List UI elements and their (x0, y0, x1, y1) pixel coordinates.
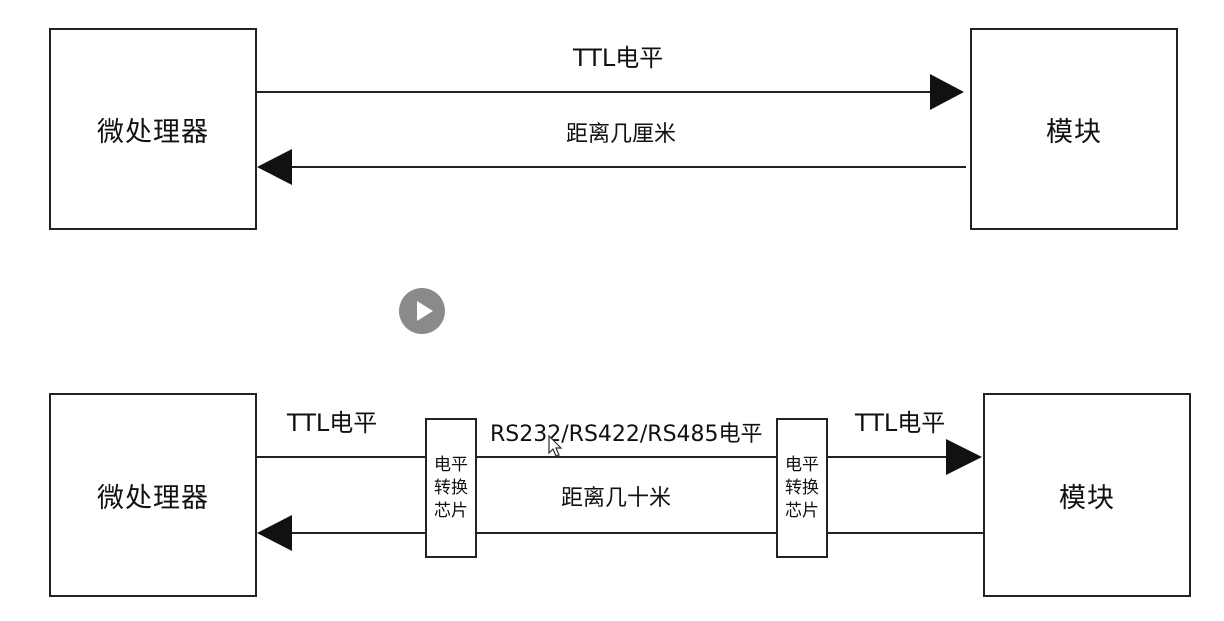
left-chip-label: 电平 转换 芯片 (434, 454, 468, 521)
top-distance-label: 距离几厘米 (566, 122, 677, 147)
bottom-module-label: 模块 (1059, 482, 1115, 514)
mouse-cursor-icon (548, 435, 563, 457)
top-microprocessor-label: 微处理器 (97, 116, 209, 148)
bottom-tx-arrowhead (946, 439, 982, 475)
top-tx-arrowhead (930, 74, 964, 110)
bottom-left-ttl-label: TTL电平 (287, 409, 378, 437)
right-level-converter-chip: 电平 转换 芯片 (776, 418, 828, 558)
top-rx-arrowhead (257, 149, 292, 185)
top-microprocessor-box: 微处理器 (49, 28, 257, 230)
right-chip-label: 电平 转换 芯片 (785, 454, 819, 521)
bottom-rx-arrowhead (257, 515, 292, 551)
left-level-converter-chip: 电平 转换 芯片 (425, 418, 477, 558)
bottom-microprocessor-label: 微处理器 (97, 482, 209, 514)
play-icon (416, 301, 433, 321)
top-module-label: 模块 (1046, 116, 1102, 148)
bottom-distance-label: 距离几十米 (561, 486, 672, 511)
bottom-module-box: 模块 (983, 393, 1191, 597)
bottom-microprocessor-box: 微处理器 (49, 393, 257, 597)
bottom-right-ttl-label: TTL电平 (855, 409, 946, 437)
top-module-box: 模块 (970, 28, 1178, 230)
top-ttl-level-label: TTL电平 (573, 44, 664, 72)
bottom-rs-level-label: RS232/RS422/RS485电平 (490, 422, 763, 447)
play-button[interactable] (399, 288, 445, 334)
